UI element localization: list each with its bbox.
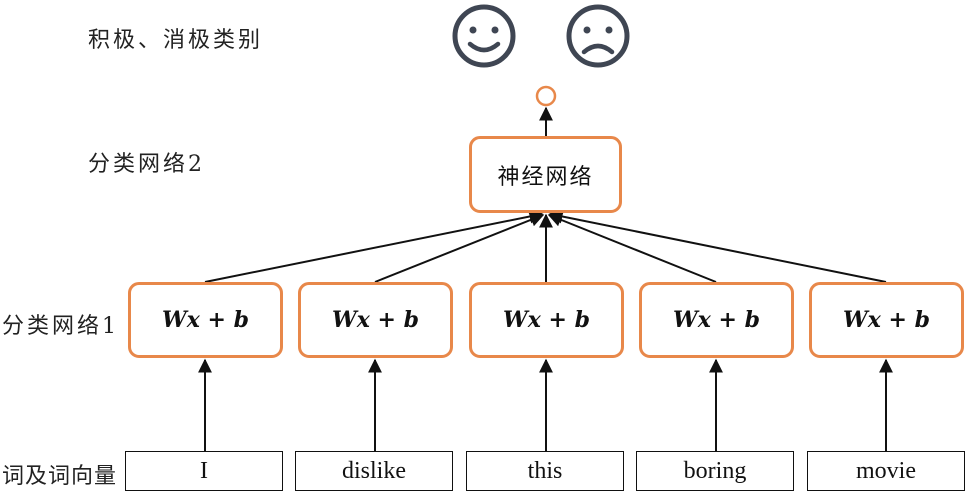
word-box-3: this bbox=[466, 451, 624, 491]
network2-label: 分类网络2 bbox=[88, 152, 205, 177]
neural-network-box: 神经网络 bbox=[469, 136, 622, 213]
linear-box-4: Wx + b bbox=[639, 282, 794, 358]
happy-face-icon bbox=[452, 4, 516, 68]
word-box-1: I bbox=[125, 451, 283, 491]
category-label: 积极、消极类别 bbox=[88, 28, 264, 53]
output-node-icon bbox=[535, 85, 557, 107]
linear-box-5: Wx + b bbox=[809, 282, 964, 358]
arrow-wx4-to-nn bbox=[547, 213, 717, 283]
word-box-2: dislike bbox=[295, 451, 453, 491]
arrow-wx2-to-nn bbox=[374, 213, 545, 283]
arrow-wx5-to-nn bbox=[548, 209, 887, 283]
arrow-wx1-to-nn bbox=[204, 209, 544, 283]
word-box-4: boring bbox=[636, 451, 794, 491]
word-box-5: movie bbox=[807, 451, 965, 491]
linear-box-3: Wx + b bbox=[469, 282, 624, 358]
network1-label: 分类网络1 bbox=[2, 314, 119, 339]
sad-face-icon bbox=[566, 4, 630, 68]
linear-box-2: Wx + b bbox=[298, 282, 453, 358]
linear-box-1: Wx + b bbox=[128, 282, 283, 358]
words-label: 词及词向量 bbox=[2, 464, 118, 489]
